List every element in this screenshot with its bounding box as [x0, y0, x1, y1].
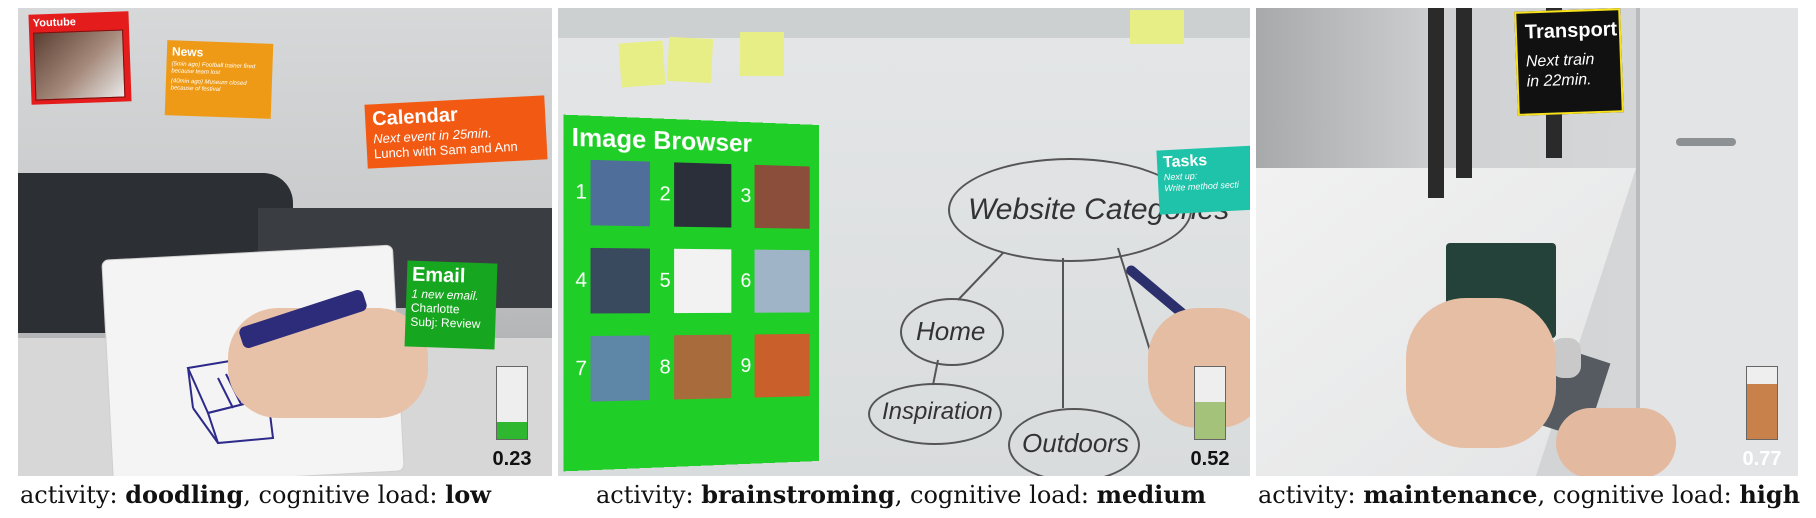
image-number: 5 [656, 269, 674, 292]
pizza-icon[interactable] [755, 334, 810, 398]
image-number: 9 [737, 355, 754, 378]
image-number: 7 [572, 357, 591, 381]
gauge-fill [1747, 384, 1777, 439]
email-subject: Subj: Review [410, 315, 490, 332]
building-icon[interactable] [755, 165, 810, 229]
image-item[interactable]: 5 [656, 249, 733, 314]
car-icon[interactable] [591, 335, 650, 401]
shoe-icon[interactable] [674, 249, 731, 313]
caption: activity: doodling, cognitive load: low [20, 480, 491, 509]
news-widget[interactable]: News (5min ago) Football trainer fired b… [165, 40, 274, 119]
gauge-fill [497, 422, 527, 439]
image-item[interactable]: 6 [737, 249, 811, 312]
image-number: 6 [737, 270, 754, 293]
caption-load: high [1739, 480, 1800, 509]
image-item[interactable]: 3 [737, 164, 811, 229]
image-item[interactable]: 1 [572, 159, 652, 226]
door-handle [1676, 138, 1736, 146]
stand [1428, 8, 1444, 198]
image-number: 8 [656, 356, 674, 379]
laptop-icon[interactable] [591, 160, 650, 226]
cognitive-load-value: 0.52 [1180, 448, 1240, 471]
cat-icon[interactable] [591, 248, 650, 314]
caption-prefix: activity: [1258, 481, 1363, 509]
image-browser-widget[interactable]: Image Browser 1 2 3 4 5 6 7 8 9 [563, 115, 819, 472]
cognitive-load-value: 0.77 [1732, 448, 1792, 471]
image-item[interactable]: 4 [572, 248, 652, 314]
caption: activity: maintenance, cognitive load: h… [1258, 480, 1800, 509]
scene-maintenance: Transport Next train in 22min. 0.77 [1256, 8, 1798, 476]
image-item[interactable]: 8 [656, 335, 733, 400]
caption-load: low [445, 480, 491, 509]
caption-activity: doodling [125, 480, 243, 509]
video-thumbnail-icon[interactable] [33, 29, 125, 100]
caption-middle: , cognitive load: [243, 481, 445, 509]
scene-brainstorming: Website Categories Home Inspiration Outd… [558, 8, 1250, 476]
caption-middle: , cognitive load: [1537, 481, 1739, 509]
flower-icon[interactable] [674, 162, 731, 227]
caption-middle: , cognitive load: [895, 481, 1097, 509]
image-number: 3 [737, 185, 754, 208]
image-grid: 1 2 3 4 5 6 7 8 9 [572, 159, 812, 402]
transport-line: in 22min. [1526, 69, 1613, 92]
hand [1556, 408, 1676, 476]
airplane-icon[interactable] [755, 250, 810, 313]
cognitive-load-gauge [496, 366, 528, 440]
caption-prefix: activity: [20, 481, 125, 509]
image-item[interactable]: 7 [572, 335, 652, 402]
email-title: Email [412, 264, 493, 290]
tasks-widget[interactable]: Tasks Next up: Write method secti [1156, 145, 1250, 214]
caption-activity: maintenance [1363, 480, 1537, 509]
dog-icon[interactable] [674, 335, 731, 400]
stand [1456, 8, 1472, 178]
calendar-widget[interactable]: Calendar Next event in 25min. Lunch with… [364, 95, 547, 168]
transport-title: Transport [1525, 19, 1612, 45]
transport-widget[interactable]: Transport Next train in 22min. [1514, 8, 1624, 116]
youtube-widget[interactable]: Youtube [28, 11, 131, 104]
caption: activity: brainstroming, cognitive load:… [596, 480, 1206, 509]
news-item: (40min ago) Museum closed because of fes… [171, 78, 267, 95]
caption-activity: brainstroming [701, 480, 895, 509]
email-widget[interactable]: Email 1 new email. Charlotte Subj: Revie… [405, 260, 498, 349]
image-number: 4 [572, 269, 591, 293]
news-item: (5min ago) Football trainer fired becaus… [171, 61, 267, 78]
image-item[interactable]: 2 [656, 162, 733, 228]
caption-load: medium [1097, 480, 1206, 509]
image-number: 2 [656, 183, 674, 207]
image-item[interactable]: 9 [737, 334, 811, 398]
news-title: News [172, 44, 268, 61]
hand [1406, 298, 1556, 448]
image-number: 1 [572, 180, 591, 204]
cognitive-load-gauge [1194, 366, 1226, 440]
scene-doodling: Youtube News (5min ago) Football trainer… [18, 8, 552, 476]
image-browser-title: Image Browser [572, 123, 812, 160]
cognitive-load-gauge [1746, 366, 1778, 440]
caption-prefix: activity: [596, 481, 701, 509]
cognitive-load-value: 0.23 [482, 448, 542, 471]
gauge-fill [1195, 402, 1225, 439]
youtube-title: Youtube [33, 14, 125, 29]
